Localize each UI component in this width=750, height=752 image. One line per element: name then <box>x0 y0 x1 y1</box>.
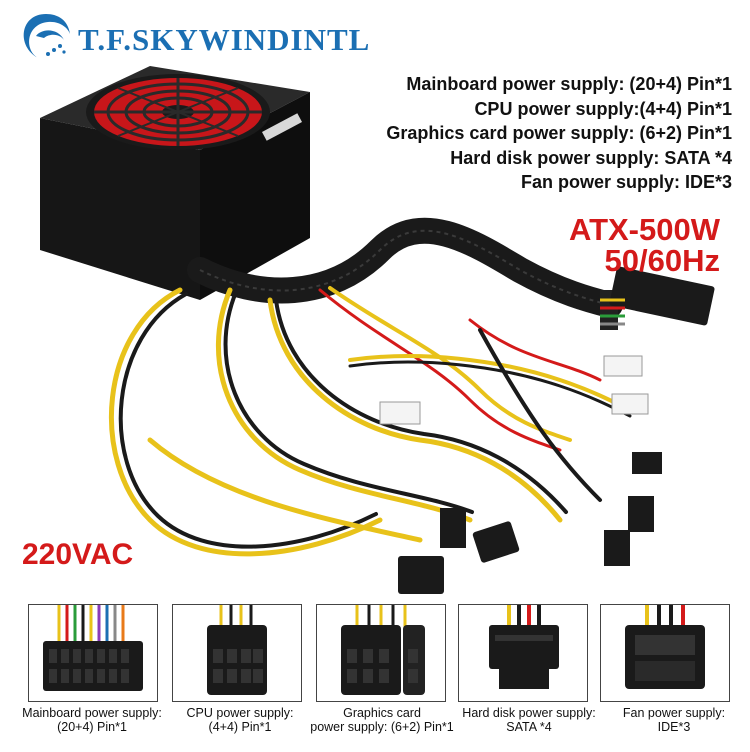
thumb-graphics-connector <box>316 604 446 702</box>
voltage-label: 220VAC <box>22 538 134 571</box>
thumb-sata-connector <box>458 604 588 702</box>
caption-hard-disk: Hard disk power supply: SATA *4 <box>462 706 596 734</box>
atx-24pin-connector <box>600 266 715 330</box>
caption-mainboard: Mainboard power supply: (20+4) Pin*1 <box>22 706 162 734</box>
brand-name: T.F.SKYWINDINTL <box>78 22 371 57</box>
spec-cpu: CPU power supply:(4+4) Pin*1 <box>474 98 732 119</box>
brand-logo <box>23 14 70 58</box>
thumb-ide-connector <box>600 604 730 702</box>
model-info: ATX-500W 50/60Hz <box>569 214 720 276</box>
product-scene <box>40 66 715 594</box>
psu-unit <box>40 66 310 300</box>
caption-fan: Fan power supply: IDE*3 <box>622 706 726 734</box>
fan-icon <box>86 74 270 150</box>
logo-swirl-icon <box>23 14 70 58</box>
spec-graphics: Graphics card power supply: (6+2) Pin*1 <box>386 123 732 143</box>
model-name: ATX-500W <box>568 212 720 247</box>
spec-hard-disk: Hard disk power supply: SATA *4 <box>450 147 732 168</box>
sata-connector <box>440 452 662 566</box>
thumb-mainboard-connector <box>28 604 158 702</box>
caption-graphics: Graphics card power supply: (6+2) Pin*1 <box>310 706 454 734</box>
pcie-connector <box>472 521 520 563</box>
frequency: 50/60Hz <box>604 243 720 278</box>
spec-fan: Fan power supply: IDE*3 <box>520 172 732 192</box>
thumb-cpu-connector <box>172 604 302 702</box>
spec-mainboard: Mainboard power supply: (20+4) Pin*1 <box>406 74 732 94</box>
cpu-connector <box>398 556 444 594</box>
caption-cpu: CPU power supply: (4+4) Pin*1 <box>186 706 294 734</box>
molex-connector <box>379 355 649 425</box>
spec-list: Mainboard power supply: (20+4) Pin*1 CPU… <box>386 72 732 195</box>
